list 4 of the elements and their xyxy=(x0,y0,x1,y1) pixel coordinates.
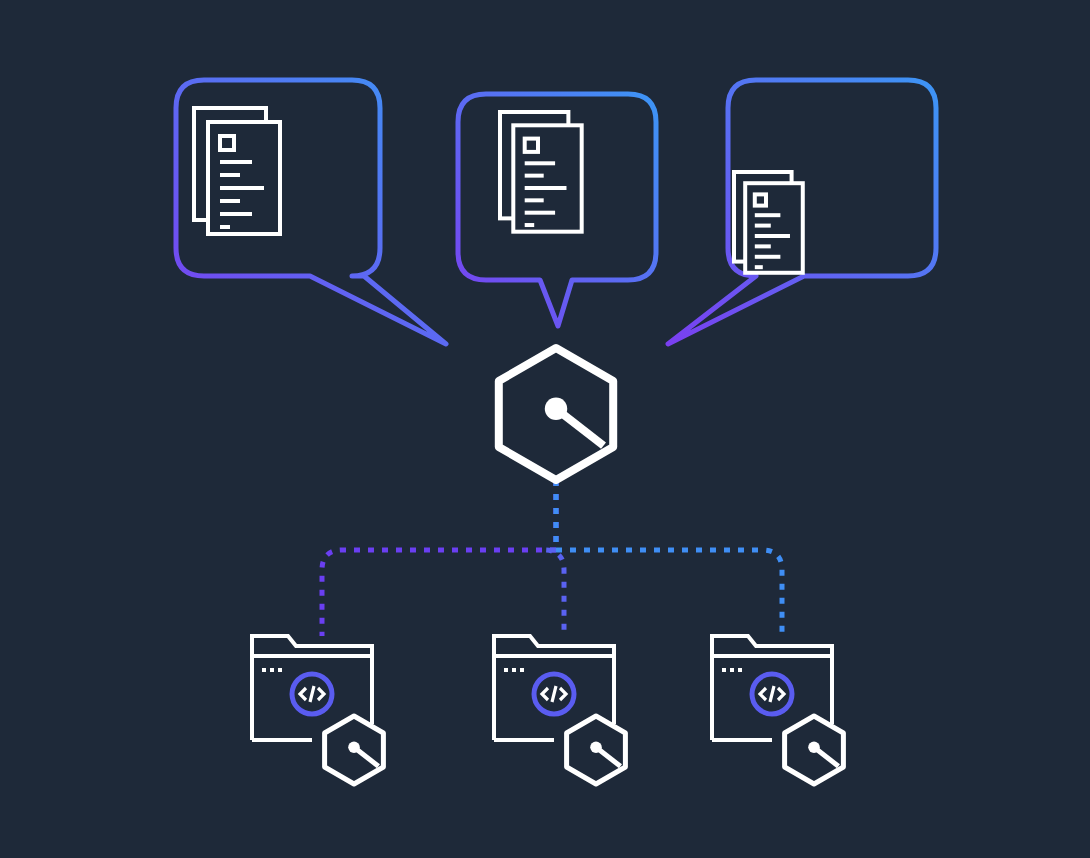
dotted-connector xyxy=(553,480,785,636)
speech-bubble xyxy=(664,76,940,348)
speech-bubble xyxy=(172,76,450,348)
speech-bubble xyxy=(454,90,660,330)
